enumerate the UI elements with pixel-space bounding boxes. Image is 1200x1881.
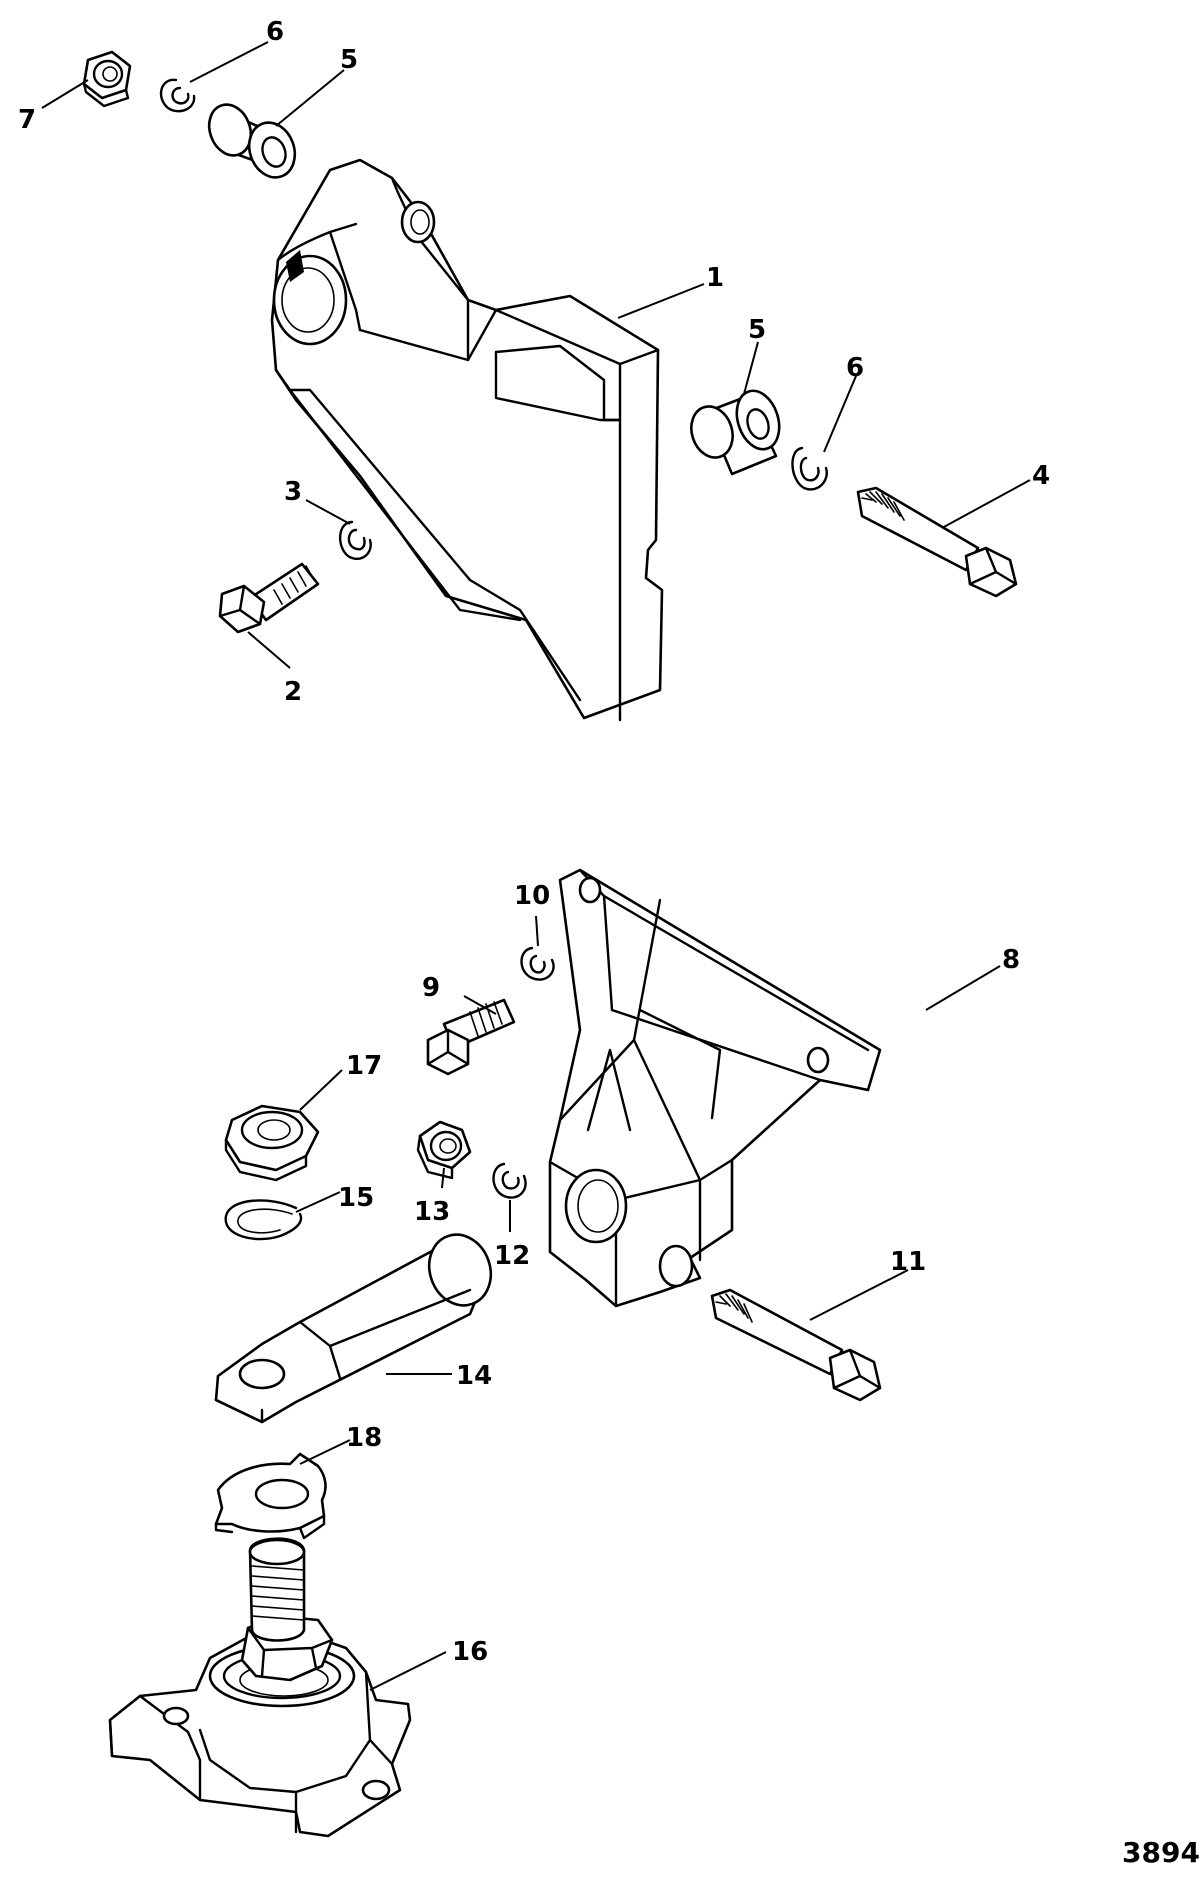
callout-3: 3 [284, 477, 302, 507]
part-1-mounting-bracket [270, 158, 664, 722]
callout-labels: 1 2 3 4 5 5 6 6 7 8 9 10 11 12 13 14 15 … [18, 17, 1050, 1667]
callout-11: 11 [890, 1247, 926, 1277]
callout-2: 2 [284, 677, 302, 707]
part-6-lock-washer-upper [159, 78, 196, 113]
callout-17: 17 [346, 1051, 382, 1081]
callout-16: 16 [452, 1637, 488, 1667]
callout-7: 7 [18, 105, 36, 135]
callout-14: 14 [456, 1361, 492, 1391]
callout-1: 1 [706, 263, 724, 293]
part-4-hex-bolt [856, 486, 1018, 598]
part-14-eye-link [214, 1233, 493, 1424]
part-7-hex-nut [82, 50, 132, 108]
callout-15: 15 [338, 1183, 374, 1213]
part-17-hex-nut-large [224, 1104, 320, 1182]
part-9-hex-bolt [426, 998, 516, 1076]
callout-4: 4 [1032, 461, 1050, 491]
part-16-motor-mount [108, 1537, 412, 1838]
callout-6-right: 6 [846, 353, 864, 383]
callout-18: 18 [346, 1423, 382, 1453]
callout-12: 12 [494, 1241, 530, 1271]
part-10-lock-washer [520, 946, 555, 981]
part-3-lock-washer [339, 520, 372, 561]
part-18-tab-washer [214, 1452, 327, 1540]
callout-6-upper: 6 [266, 17, 284, 47]
callout-5-upper: 5 [340, 45, 358, 75]
callout-10: 10 [514, 881, 550, 911]
part-2-hex-bolt [218, 562, 320, 634]
part-5-spacer-upper [207, 103, 297, 179]
callout-9: 9 [422, 973, 440, 1003]
part-12-lock-washer [492, 1162, 527, 1199]
part-6-lock-washer-right [791, 446, 828, 491]
part-5-spacer-right [690, 389, 781, 476]
part-15-snap-ring [224, 1199, 303, 1241]
part-13-hex-nut [416, 1120, 472, 1180]
leader-lines [41, 41, 1031, 1691]
callout-5-right: 5 [748, 315, 766, 345]
part-8-engine-bracket [548, 868, 882, 1308]
figure-number: 38944 [1122, 1836, 1200, 1869]
callout-13: 13 [414, 1197, 450, 1227]
part-11-hex-bolt [710, 1288, 882, 1402]
callout-8: 8 [1002, 945, 1020, 975]
